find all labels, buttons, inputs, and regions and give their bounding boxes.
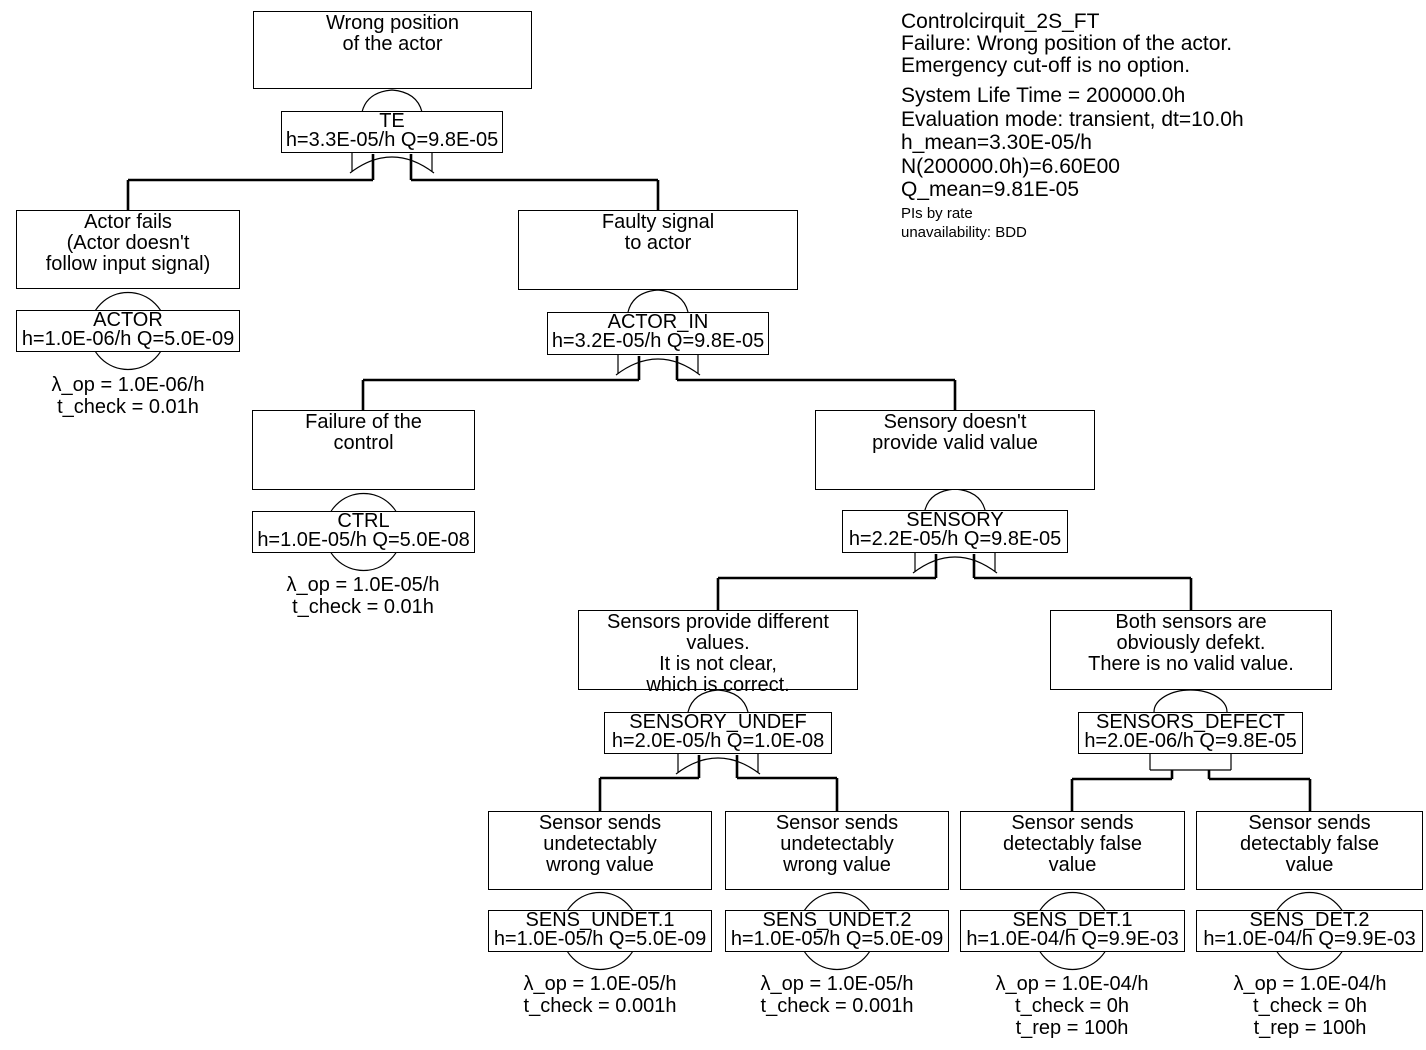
gate-box-ctrl: CTRL h=1.0E-05/h Q=5.0E-08 xyxy=(252,511,475,553)
gate-box-sensory: SENSORY h=2.2E-05/h Q=9.8E-05 xyxy=(842,510,1068,553)
report-title-block: Controlcirquit_2S_FT Failure: Wrong posi… xyxy=(901,10,1233,77)
branch-connector-actor-in xyxy=(361,356,957,411)
event-box-actor-fails: Actor fails (Actor doesn't follow input … xyxy=(16,210,240,289)
event-box-failure-control: Failure of the control xyxy=(252,410,475,490)
or-gate-symbol-actor-in xyxy=(615,289,701,376)
branch-connector-sensory-undef xyxy=(598,755,839,812)
branch-connector-sensory xyxy=(716,554,1193,611)
gate-box-actor: ACTOR h=1.0E-06/h Q=5.0E-09 xyxy=(16,310,240,352)
gate-box-sens-det1: SENS_DET.1 h=1.0E-04/h Q=9.9E-03 xyxy=(960,910,1185,952)
event-box-sens-undet1: Sensor sends undetectably wrong value xyxy=(488,811,712,890)
params-sens-det1: λ_op = 1.0E-04/h t_check = 0h t_rep = 10… xyxy=(995,973,1149,1039)
params-actor: λ_op = 1.0E-06/h t_check = 0.01h xyxy=(51,374,205,418)
params-sens-det2: λ_op = 1.0E-04/h t_check = 0h t_rep = 10… xyxy=(1233,973,1387,1039)
gate-box-sens-undet1: SENS_UNDET.1 h=1.0E-05/h Q=5.0E-09 xyxy=(488,910,712,952)
gate-box-actor-in: ACTOR_IN h=3.2E-05/h Q=9.8E-05 xyxy=(547,312,769,355)
event-box-sens-undet2: Sensor sends undetectably wrong value xyxy=(725,811,949,890)
gate-box-sensory-undef: SENSORY_UNDEF h=2.0E-05/h Q=1.0E-08 xyxy=(604,712,832,754)
event-box-faulty-signal: Faulty signal to actor xyxy=(518,210,798,290)
params-sens-undet2: λ_op = 1.0E-05/h t_check = 0.001h xyxy=(760,973,914,1017)
gate-box-sens-det2: SENS_DET.2 h=1.0E-04/h Q=9.9E-03 xyxy=(1196,910,1423,952)
event-box-sens-det1: Sensor sends detectably false value xyxy=(960,811,1185,890)
gate-box-te: TE h=3.3E-05/h Q=9.8E-05 xyxy=(281,111,503,153)
event-box-sensory-invalid: Sensory doesn't provide valid value xyxy=(815,410,1095,490)
event-box-sens-det2: Sensor sends detectably false value xyxy=(1196,811,1423,890)
report-method-block: PIs by rate unavailability: BDD xyxy=(901,204,1027,241)
report-header: Controlcirquit_2S_FT Failure: Wrong posi… xyxy=(901,11,1401,242)
report-stats-block: System Life Time = 200000.0h Evaluation … xyxy=(901,84,1244,201)
event-box-both-defect: Both sensors are obviously defekt. There… xyxy=(1050,610,1332,690)
or-gate-symbol-sensory-undef xyxy=(675,689,761,775)
params-sens-undet1: λ_op = 1.0E-05/h t_check = 0.001h xyxy=(523,973,677,1017)
params-ctrl: λ_op = 1.0E-05/h t_check = 0.01h xyxy=(286,574,440,618)
event-box-sensors-different: Sensors provide different values. It is … xyxy=(578,610,858,696)
branch-connector-sensors-defect xyxy=(1070,770,1312,812)
and-gate-symbol-sensors-defect xyxy=(1149,689,1232,771)
gate-box-sens-undet2: SENS_UNDET.2 h=1.0E-05/h Q=5.0E-09 xyxy=(725,910,949,952)
branch-connector-te xyxy=(126,154,660,211)
event-box-wrong-position: Wrong position of the actor xyxy=(253,11,532,89)
or-gate-symbol-te xyxy=(349,89,435,174)
gate-box-sensors-defect: SENSORS_DEFECT h=2.0E-06/h Q=9.8E-05 xyxy=(1078,712,1303,754)
